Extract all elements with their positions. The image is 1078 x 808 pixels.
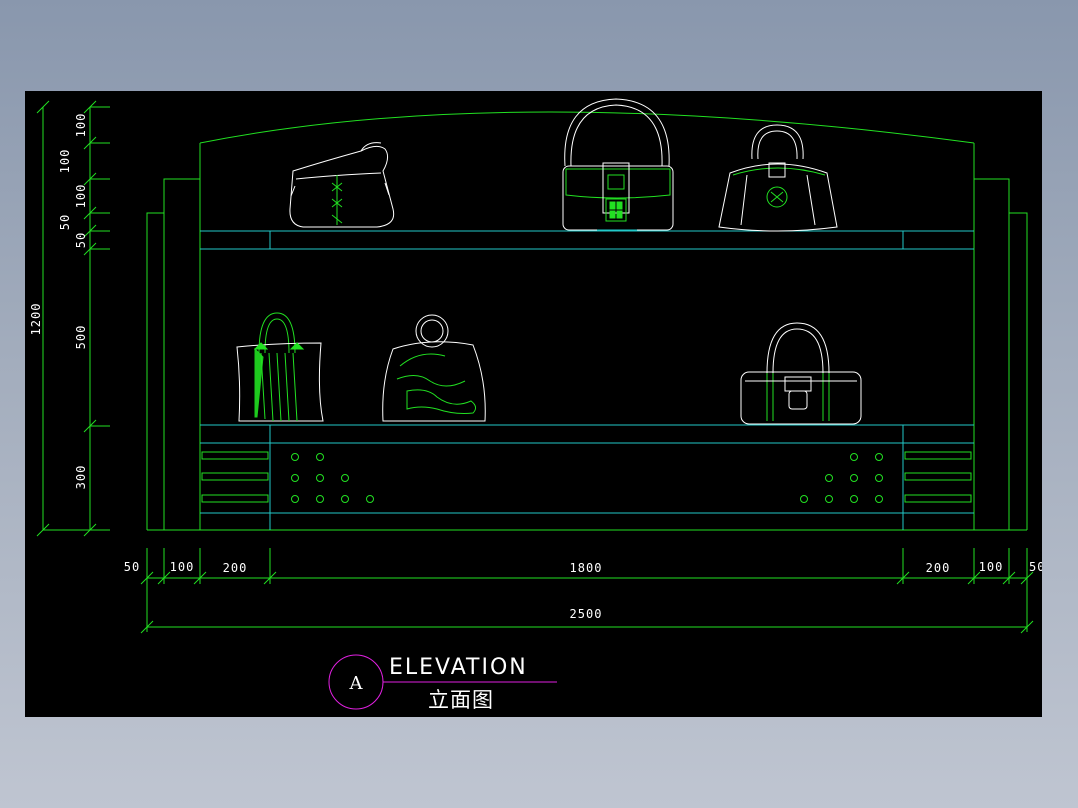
left-dot-pattern — [291, 453, 374, 503]
left-pilaster-inner — [163, 178, 200, 530]
base-cabinet — [200, 443, 974, 530]
drawing-viewport[interactable]: 1200 100 100 100 50 50 500 300 — [25, 91, 1042, 717]
right-pilaster-outer — [1009, 212, 1028, 530]
dim-total-height: 1200 — [29, 303, 43, 336]
dim-h-3: 200 — [223, 561, 248, 575]
handbag-icon — [562, 98, 674, 231]
right-grille — [904, 451, 972, 503]
arched-top — [199, 111, 975, 144]
vertical-dimensions: 1200 100 100 100 50 50 500 300 — [29, 100, 110, 537]
dim-h-6: 100 — [979, 560, 1004, 574]
dim-v-4: 50 — [58, 214, 72, 230]
title-chinese: 立面图 — [428, 688, 494, 712]
dim-v-7: 300 — [74, 465, 88, 490]
left-grille — [201, 451, 269, 503]
elevation-drawing: 1200 100 100 100 50 50 500 300 — [29, 98, 1042, 712]
handbag-icon — [740, 322, 862, 425]
right-pilaster-inner — [974, 178, 1010, 530]
dim-v-2: 100 — [58, 149, 72, 174]
dim-h-5: 200 — [926, 561, 951, 575]
dim-v-1: 100 — [74, 113, 88, 138]
title-english: ELEVATION — [389, 655, 528, 680]
cabinet-frame — [146, 111, 1028, 531]
dim-h-7: 50 — [1029, 560, 1042, 574]
left-pilaster-outer — [146, 212, 164, 530]
handbag-icon — [382, 314, 486, 422]
handbag-icon — [718, 124, 838, 232]
dim-v-5: 50 — [74, 232, 88, 248]
dim-total-width: 2500 — [570, 607, 603, 621]
handbag-icon — [236, 312, 324, 422]
dim-h-1: 50 — [124, 560, 140, 574]
dim-v-6: 500 — [74, 325, 88, 350]
horizontal-dimensions: 50 100 200 1800 200 100 50 2500 — [124, 548, 1042, 634]
handbag-icon — [289, 142, 395, 228]
lower-shelf — [200, 424, 974, 444]
dim-h-4: 1800 — [570, 561, 603, 575]
title-block: A ELEVATION 立面图 — [328, 654, 557, 712]
dim-v-3: 100 — [74, 184, 88, 209]
right-dot-pattern — [800, 453, 883, 503]
dim-h-2: 100 — [170, 560, 195, 574]
upper-shelf — [200, 230, 974, 250]
section-marker-label: A — [349, 673, 364, 694]
